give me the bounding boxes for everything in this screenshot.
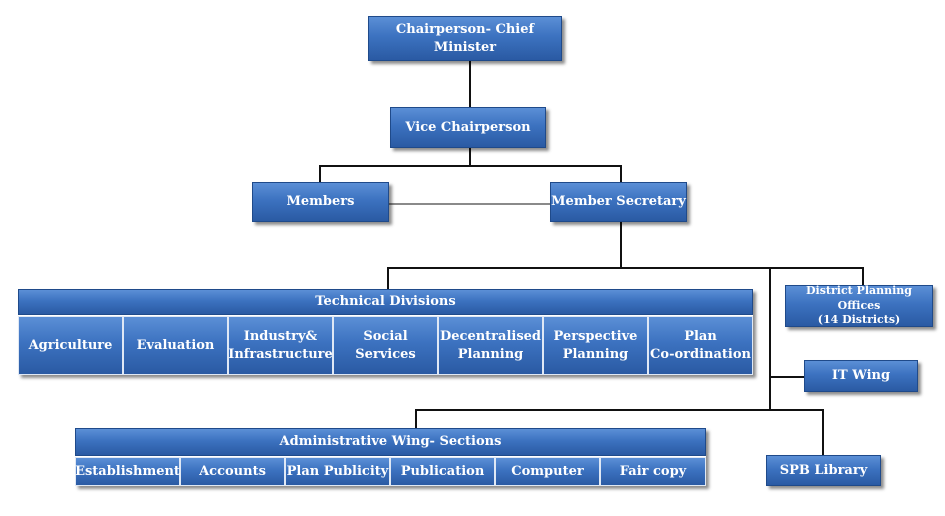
- spb-library-box: SPB Library: [766, 455, 881, 486]
- connector-branch-horizontal: [387, 267, 864, 269]
- admin-item-accounts: Accounts: [180, 457, 285, 486]
- connector-to-it-wing: [769, 376, 805, 378]
- chairperson-box: Chairperson- Chief Minister: [368, 16, 562, 61]
- connector-members-secretary: [388, 203, 551, 205]
- connector-to-admin: [415, 409, 417, 429]
- connector-split-secretary: [620, 165, 622, 183]
- admin-item-establishment: Establishment: [75, 457, 180, 486]
- technical-item-agriculture: Agriculture: [18, 316, 123, 375]
- admin-item-fair-copy: Fair copy: [600, 457, 706, 486]
- connector-vice-split: [469, 148, 471, 166]
- connector-admin-horizontal: [415, 409, 824, 411]
- technical-item-plan-coordination: Plan Co-ordination: [648, 316, 753, 375]
- connector-trunk-vertical: [769, 267, 771, 410]
- technical-item-decentralised: Decentralised Planning: [438, 316, 543, 375]
- members-box: Members: [252, 182, 389, 222]
- admin-item-publication: Publication: [390, 457, 495, 486]
- technical-item-social-services: Social Services: [333, 316, 438, 375]
- administrative-wing-title: Administrative Wing- Sections: [75, 428, 706, 456]
- connector-to-technical: [387, 267, 389, 290]
- connector-split-horizontal: [319, 165, 622, 167]
- connector-to-district: [862, 267, 864, 286]
- technical-item-industry: Industry& Infrastructure: [228, 316, 333, 375]
- connector-to-library: [822, 409, 824, 456]
- connector-chair-vice: [469, 61, 471, 108]
- connector-secretary-down: [620, 221, 622, 268]
- admin-item-plan-publicity: Plan Publicity: [285, 457, 390, 486]
- admin-item-computer: Computer: [495, 457, 600, 486]
- vice-chairperson-box: Vice Chairperson: [390, 107, 546, 148]
- technical-item-evaluation: Evaluation: [123, 316, 228, 375]
- technical-divisions-title: Technical Divisions: [18, 289, 753, 315]
- member-secretary-box: Member Secretary: [550, 182, 687, 222]
- technical-item-perspective: Perspective Planning: [543, 316, 648, 375]
- it-wing-box: IT Wing: [804, 360, 918, 392]
- district-planning-box: District Planning Offices (14 Districts): [785, 284, 933, 327]
- connector-split-members: [319, 165, 321, 183]
